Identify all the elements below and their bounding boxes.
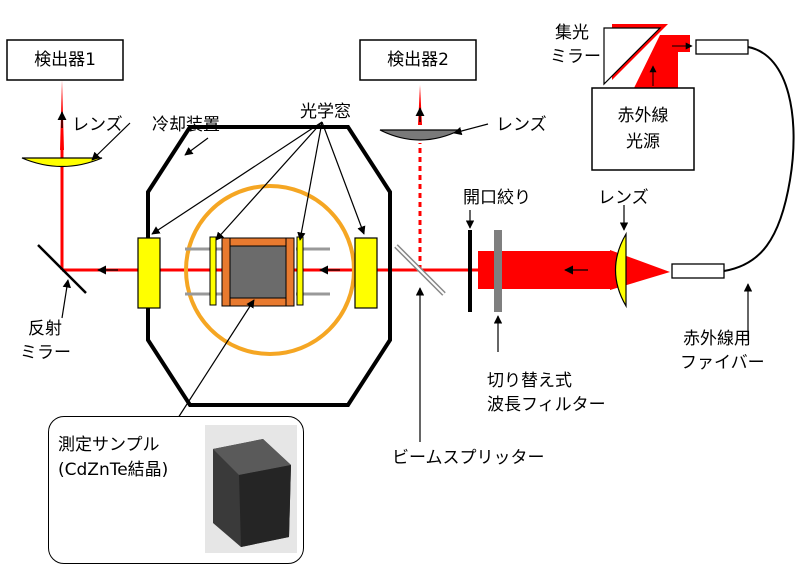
detector1-box (6, 39, 124, 81)
label-pointers (61, 122, 753, 442)
condenser-label-1: 集光 (555, 23, 589, 43)
lens-top-label: レンズ (496, 115, 547, 135)
fiber-label-2: ファイバー (680, 353, 765, 373)
detector2-label: 検出器2 (387, 50, 449, 70)
fiber-connector-bottom (671, 263, 725, 279)
lens-left (21, 157, 103, 168)
ir-fiber (723, 46, 795, 272)
cooling-label: 冷却装置 (152, 115, 220, 135)
lens-left-label: レンズ (72, 115, 123, 135)
lens-right (615, 231, 627, 309)
reflect-mirror-label-1: 反射 (28, 319, 62, 339)
ir-source-box (591, 87, 695, 171)
crystal (229, 245, 287, 299)
condenser-mirror (603, 24, 693, 88)
filter-label-1: 切り替え式 (487, 371, 572, 391)
cold-ring (184, 184, 356, 356)
optical-window-right (354, 237, 378, 309)
detector2-box (359, 39, 477, 81)
reflect-mirror-label-3: ミラー (20, 343, 71, 363)
beam-direction-arrows (57, 107, 588, 275)
optical-window-pointers (151, 121, 366, 241)
optical-window-label: 光学窓 (300, 102, 351, 122)
sample-photo (205, 425, 297, 553)
reflect-mirror (37, 244, 87, 294)
ir-source-label-2: 光源 (626, 132, 660, 152)
lens-top (379, 129, 461, 141)
condenser-label-2: ミラー (550, 47, 601, 67)
sample-holder (185, 236, 330, 307)
fiber-connector-top (695, 39, 749, 55)
sample-label-1: 測定サンプル (58, 435, 160, 455)
filter-label-2: 波長フィルター (487, 395, 606, 415)
lens-right-label: レンズ (598, 188, 649, 208)
beam-splitter-label: ビームスプリッター (392, 448, 545, 468)
aperture-label: 開口絞り (463, 188, 531, 208)
sample-label-2: (CdZnTe結晶) (58, 460, 169, 480)
detector1-label: 検出器1 (34, 50, 96, 70)
fiber-label-1: 赤外線用 (683, 329, 751, 349)
ir-source-label-1: 赤外線 (617, 106, 669, 126)
optical-window-left (137, 237, 161, 309)
cooling-device (146, 125, 392, 407)
wavelength-filter (494, 230, 502, 312)
